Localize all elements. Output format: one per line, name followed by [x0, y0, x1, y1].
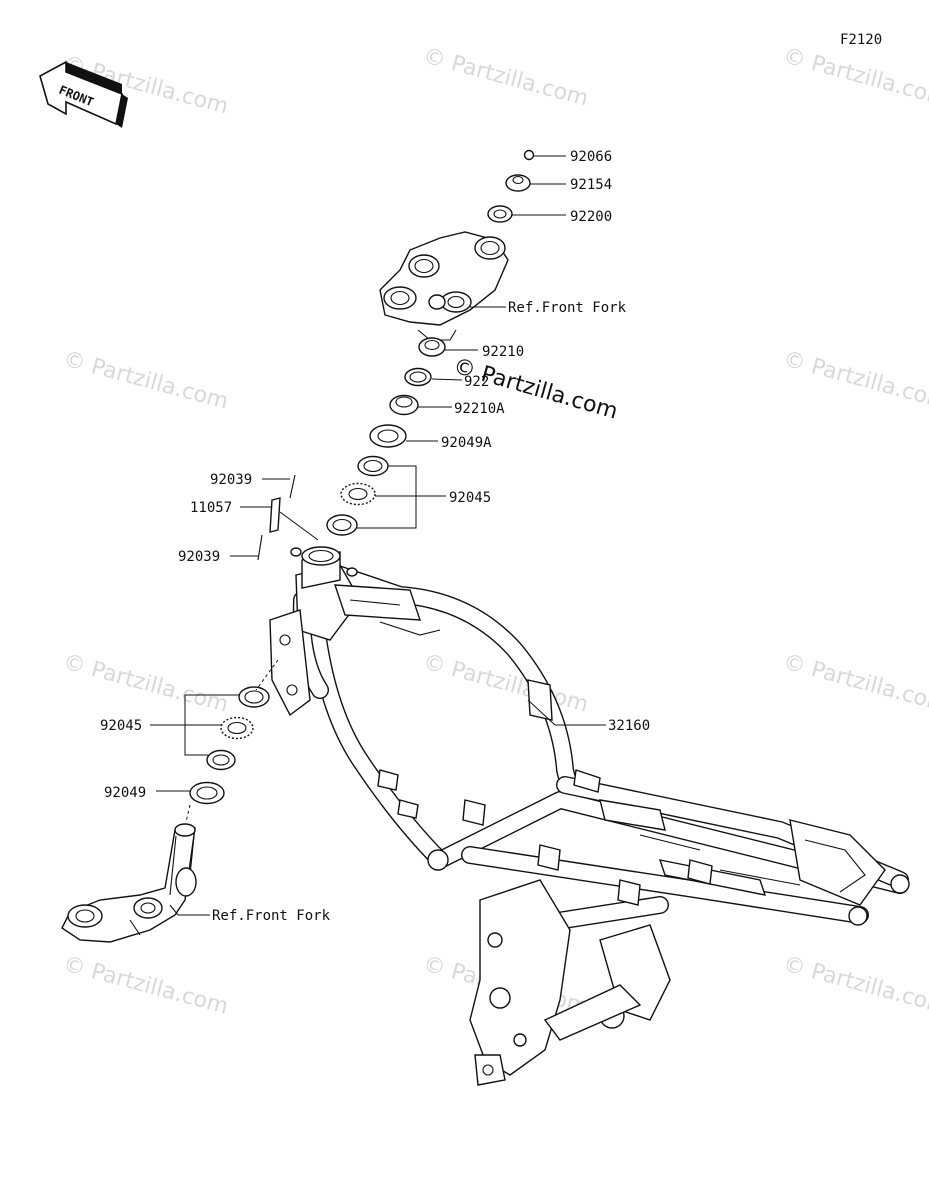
part-92210A	[389, 394, 419, 416]
label-92210A: 92210A	[454, 401, 505, 417]
label-ref-front-fork-lower: Ref.Front Fork	[212, 908, 331, 924]
label-32160: 32160	[608, 718, 650, 734]
main-frame	[269, 546, 910, 1086]
label-92039-top: 92039	[210, 472, 252, 488]
label-92154: 92154	[570, 177, 612, 193]
watermark: © Partzilla.com	[780, 952, 929, 1020]
watermark: © Partzilla.com	[780, 650, 929, 718]
watermark: © Partzilla.com	[780, 44, 929, 112]
part-92045-race-bottom	[326, 514, 358, 536]
part-11057	[269, 497, 281, 533]
label-92210-partial: 922	[464, 374, 489, 390]
label-11057: 11057	[190, 500, 232, 516]
watermark: © Partzilla.com	[420, 44, 590, 112]
part-92045-lower-race-top	[238, 686, 270, 708]
upper-steering-parts	[257, 149, 535, 561]
part-92039-bottom	[257, 534, 263, 561]
label-92045-lower: 92045	[100, 718, 142, 734]
label-92210: 92210	[482, 344, 524, 360]
part-92045-bearing	[340, 482, 376, 506]
part-92066	[523, 149, 535, 161]
label-92200: 92200	[570, 209, 612, 225]
label-ref-front-fork-upper: Ref.Front Fork	[508, 300, 627, 316]
part-92049	[189, 781, 225, 805]
watermark: © Partzilla.com	[60, 952, 230, 1020]
part-92045-race-top	[357, 455, 389, 477]
label-92039-bottom: 92039	[178, 549, 220, 565]
label-92049A: 92049A	[441, 435, 492, 451]
watermark: © Partzilla.com	[420, 650, 590, 718]
label-92066: 92066	[570, 149, 612, 165]
part-92049A	[369, 424, 407, 448]
callouts: 92066 92154 92200 Ref.Front Fork 92210 9…	[100, 149, 650, 924]
label-92049: 92049	[104, 785, 146, 801]
front-direction-marker: FRONT	[39, 60, 128, 128]
part-92045-lower-bearing	[220, 716, 254, 740]
watermark: © Partzilla.com	[60, 347, 230, 415]
figure-code: F2120	[840, 32, 882, 48]
part-92039-top	[289, 474, 296, 499]
watermark: © Partzilla.com	[60, 650, 230, 718]
part-92210-washer	[404, 367, 432, 387]
watermark: © Partzilla.com	[780, 347, 929, 415]
lower-steering-parts	[61, 686, 270, 943]
part-92045-lower-race-bottom	[206, 749, 236, 771]
label-92045-upper: 92045	[449, 490, 491, 506]
part-92200	[487, 205, 513, 223]
